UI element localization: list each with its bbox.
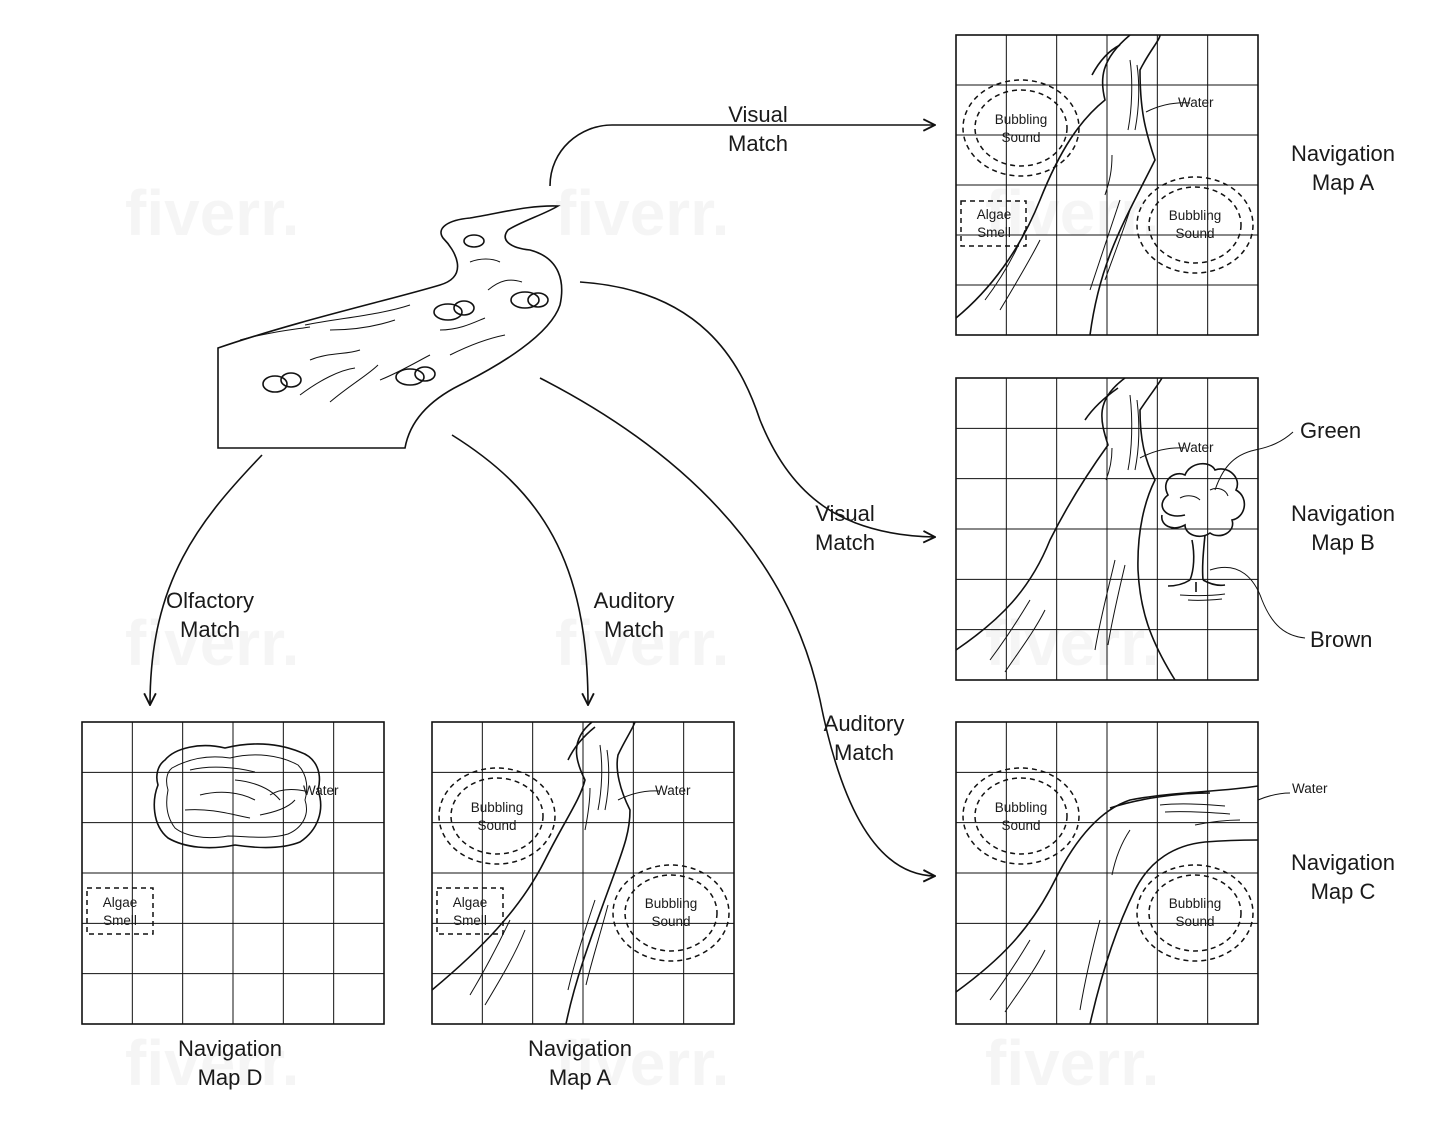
water-label: Water [303,783,339,798]
navigation-map-a-bottom: Water Bubbling Sound Bubbling Sound Alga… [431,721,735,1025]
map-b-title-line2: Map B [1311,530,1375,555]
auditory-match-arrow-a [451,434,588,705]
map-d-title-line2: Map D [198,1065,263,1090]
algae-smell-label-line2: Smell [103,913,137,928]
map-a-bottom-title-line1: Navigation [528,1036,632,1061]
map-a-bottom-title-line2: Map A [549,1065,612,1090]
brown-label: Brown [1310,627,1372,652]
map-c-title-line2: Map C [1311,879,1376,904]
map-a-right-title-line1: Navigation [1291,141,1395,166]
bubbling-sound-label-line2: Sound [651,914,690,929]
map-d-title-line1: Navigation [178,1036,282,1061]
map-c-title-line1: Navigation [1291,850,1395,875]
visual-match-label-a-line2: Match [728,131,788,156]
bubbling-sound-label-line1: Bubbling [1169,208,1222,223]
map-grid [82,722,384,1024]
map-grid [956,378,1258,680]
bubbling-sound-label-line2: Sound [1001,818,1040,833]
match-arrows [150,125,935,876]
map-grid [956,35,1258,335]
visual-match-label-a-line1: Visual [728,102,788,127]
auditory-match-label-c-line2: Match [834,740,894,765]
bubbling-sound-label-line2: Sound [1175,226,1214,241]
olfactory-match-arrow-d [150,454,263,705]
navigation-map-a-right: Water Bubbling Sound Bubbling Sound Alga… [955,34,1259,336]
auditory-match-label-a-line1: Auditory [594,588,675,613]
bubbling-sound-label-line2: Sound [477,818,516,833]
navigation-map-d: Water Algae Smell [81,721,385,1025]
navigation-map-b: Water [955,377,1306,681]
arrow-labels: Visual Match Visual Match Auditory Match… [166,102,904,765]
algae-smell-label-line2: Smell [453,913,487,928]
bubbling-sound-label-line2: Sound [1175,914,1214,929]
navigation-map-c: Water Bubbling Sound Bubbling Sound [955,721,1328,1025]
auditory-match-label-c-line1: Auditory [824,711,905,736]
watermark: fiverr. [985,1027,1159,1099]
visual-match-label-b-line1: Visual [815,501,875,526]
bubbling-sound-label-line1: Bubbling [995,800,1048,815]
olfactory-match-label-line2: Match [180,617,240,642]
bubbling-sound-label-line1: Bubbling [471,800,524,815]
bubbling-sound-label-line1: Bubbling [1169,896,1222,911]
watermark: fiverr. [125,177,299,249]
auditory-match-label-a-line2: Match [604,617,664,642]
algae-smell-label-line2: Smell [977,225,1011,240]
watermark: fiverr. [985,607,1159,679]
water-label: Water [1178,440,1214,455]
map-b-title-line1: Navigation [1291,501,1395,526]
algae-smell-label-line1: Algae [977,207,1012,222]
visual-match-label-b-line2: Match [815,530,875,555]
bubbling-sound-label-line1: Bubbling [995,112,1048,127]
algae-smell-label-line1: Algae [103,895,138,910]
water-label: Water [655,783,691,798]
map-grid [432,722,734,1024]
olfactory-match-label-line1: Olfactory [166,588,254,613]
map-a-right-title-line2: Map A [1312,170,1375,195]
visual-match-arrow-a [549,125,935,187]
tree-icon [1161,462,1246,601]
water-label: Water [1178,95,1214,110]
bubbling-sound-label-line1: Bubbling [645,896,698,911]
watermark: fiverr. [555,177,729,249]
auditory-match-arrow-c [539,377,935,876]
visual-match-arrow-b [579,281,935,537]
river-scene-icon [217,205,563,449]
water-label: Water [1292,781,1328,796]
bubbling-sound-label-line2: Sound [1001,130,1040,145]
map-grid [956,722,1258,1024]
green-label: Green [1300,418,1361,443]
algae-smell-label-line1: Algae [453,895,488,910]
